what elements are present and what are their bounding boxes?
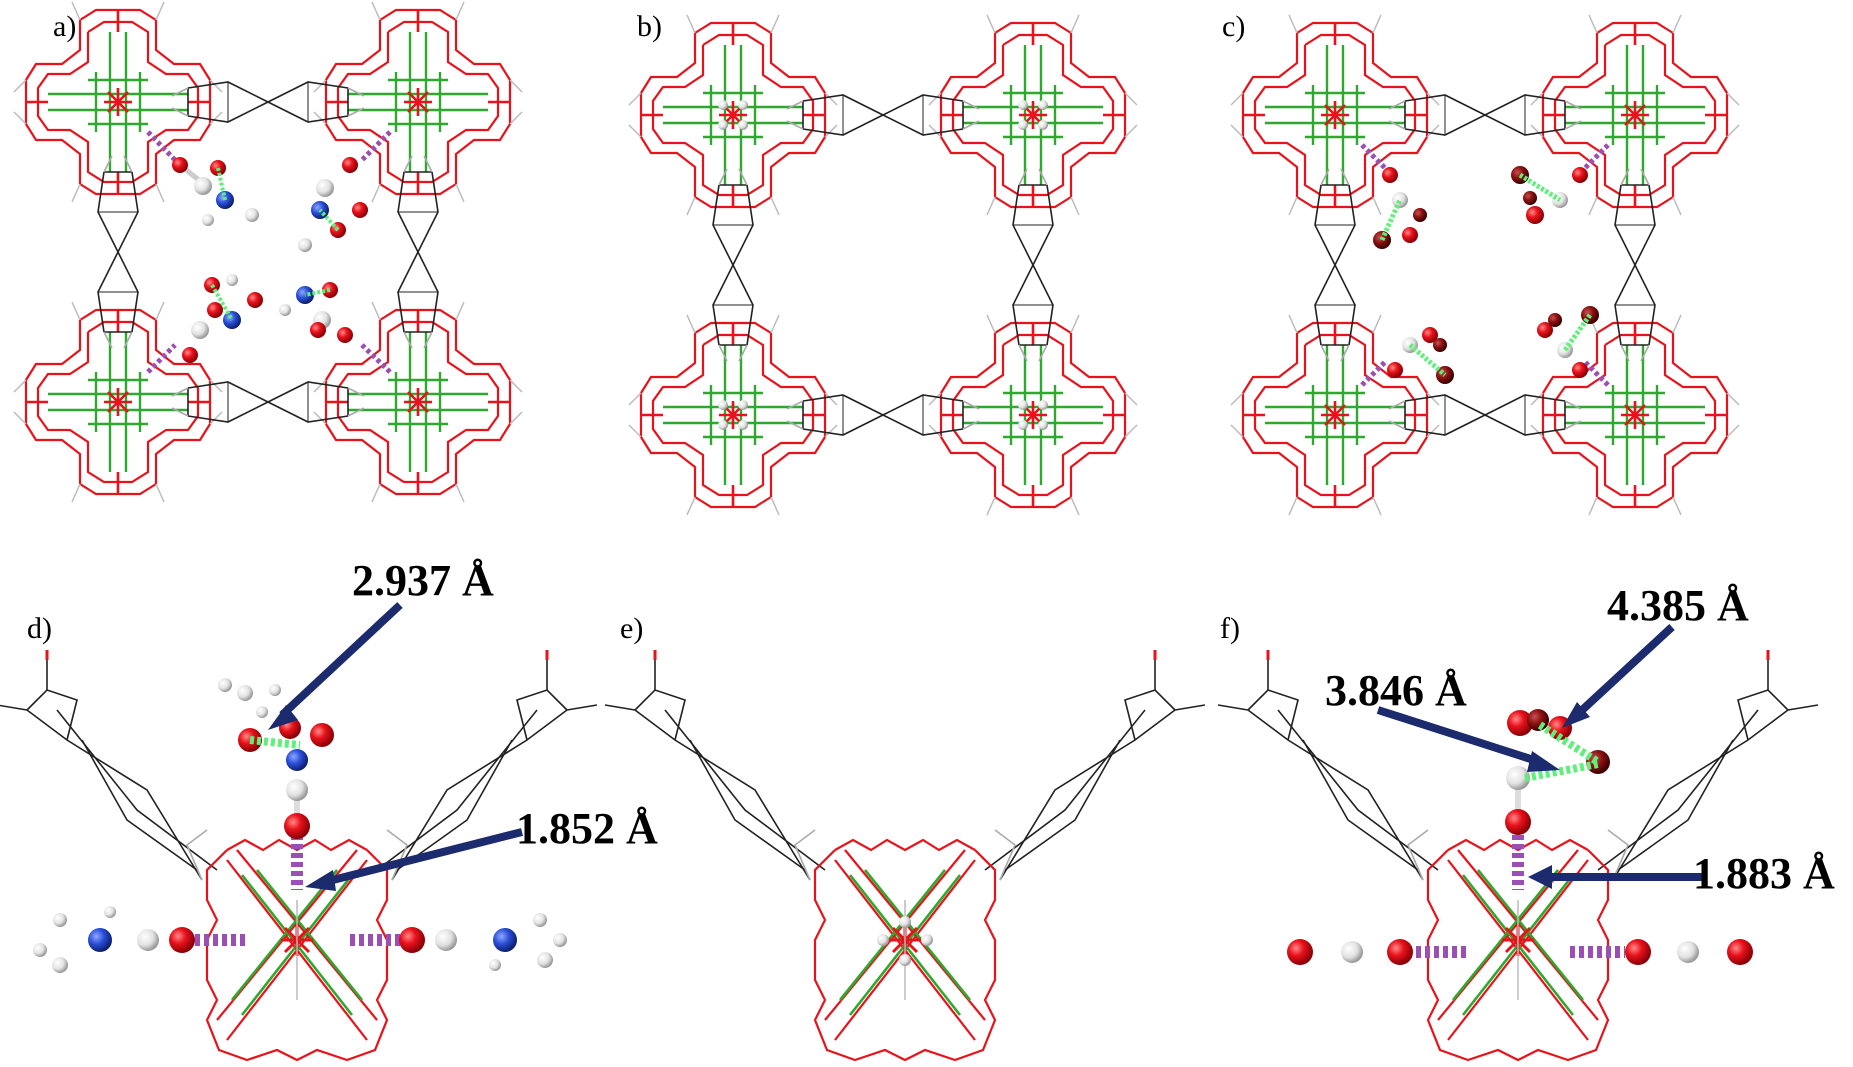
panel-label-d: d) [27, 612, 52, 645]
panel-b-structure [629, 15, 1137, 515]
distance-label-d-lower: 1.852 Å [516, 804, 658, 853]
arrow-d-upper [279, 602, 403, 718]
distance-label-d-upper: 2.937 Å [352, 556, 494, 605]
arrowhead-d-upper [268, 705, 298, 730]
panel-label-c: c) [1222, 10, 1246, 43]
arrowhead-d-lower [305, 870, 336, 891]
panel-label-b: b) [637, 10, 662, 43]
distance-label-f-lower: 1.883 Å [1693, 849, 1835, 898]
arrowhead-f-upper [1562, 702, 1590, 728]
panel-label-a: a) [53, 10, 77, 43]
panel-e-structure [603, 648, 1207, 1062]
arrowhead-f-lower [1528, 865, 1552, 889]
panel-c-structure [1231, 15, 1739, 515]
panel-f-structure [1216, 624, 1820, 1062]
panel-d-structure [0, 602, 599, 1062]
panel-a-structure [14, 2, 522, 502]
arrow-d-lower [324, 828, 523, 886]
guest-molecules-c [1373, 166, 1599, 384]
arrowhead-f-middle [1527, 751, 1560, 772]
panel-label-e: e) [620, 612, 644, 645]
guest-molecules-a [172, 157, 368, 363]
distance-label-f-upper: 4.385 Å [1607, 581, 1749, 630]
distance-label-f-middle: 3.846 Å [1325, 666, 1467, 715]
arrow-f-middle [1376, 706, 1542, 766]
arrow-f-upper [1577, 624, 1675, 715]
panel-label-f: f) [1220, 612, 1240, 645]
